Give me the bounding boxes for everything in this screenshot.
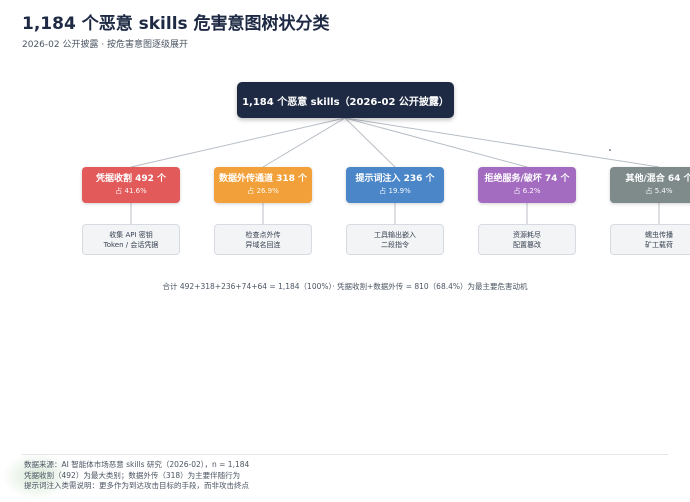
subnode-line: 检查点外传 (245, 230, 281, 239)
footer-note: 提示词注入类需说明：更多作为到达攻击目标的手段，而非攻击终点 (24, 481, 249, 490)
category-name: 其他/混合 64 个 (625, 174, 690, 184)
category-prompt-injection: 提示词注入 236 个 占 19.9% (346, 167, 444, 203)
category-share: 占 19.9% (379, 187, 411, 195)
subnode-line: 异域名回连 (245, 240, 281, 249)
subnode-data-exfiltration: 检查点外传 异域名回连 (214, 224, 312, 255)
connector-root-cat-1 (262, 117, 346, 168)
category-share: 占 6.2% (513, 187, 541, 195)
subnode-denial-of-service: 资源耗尽 配置篡改 (478, 224, 576, 255)
footer-notes: 数据来源：AI 智能体市场恶意 skills 研究（2026-02），n = 1… (24, 460, 249, 492)
category-name: 凭据收割 492 个 (95, 174, 167, 184)
subnode-other-mixed: 蠕虫传播 矿工载荷 (610, 224, 690, 255)
footer-source: 数据来源：AI 智能体市场恶意 skills 研究（2026-02），n = 1… (24, 460, 250, 469)
category-name: 提示词注入 236 个 (355, 174, 435, 184)
subnode-line: 资源耗尽 (513, 230, 541, 239)
root-node: 1,184 个恶意 skills（2026-02 公开披露） (237, 82, 454, 118)
subnode-line: Token / 会话凭据 (103, 240, 159, 249)
stray-mark (609, 149, 611, 151)
connector-root-cat-2 (344, 117, 396, 168)
subnode-line: 矿工载荷 (645, 240, 673, 249)
subnode-line: 蠕虫传播 (645, 230, 673, 239)
category-share: 占 41.6% (115, 187, 147, 195)
category-name: 数据外传通道 318 个 (218, 174, 308, 184)
page-title: 1,184 个恶意 skills 危害意图树状分类 (22, 14, 330, 34)
category-credential-harvest: 凭据收割 492 个 占 41.6% (82, 167, 180, 203)
category-share: 占 5.4% (645, 187, 673, 195)
category-denial-of-service: 拒绝服务/破坏 74 个 占 6.2% (478, 167, 576, 203)
summary-line: 合计 492+318+236+74+64 = 1,184（100%）· 凭据收割… (162, 282, 528, 291)
root-label: 1,184 个恶意 skills（2026-02 公开披露） (242, 96, 449, 108)
category-share: 占 26.9% (247, 187, 279, 195)
subnode-credential-harvest: 收集 API 密钥 Token / 会话凭据 (82, 224, 180, 255)
subnode-line: 收集 API 密钥 (109, 230, 153, 239)
subnode-line: 二段指令 (381, 240, 409, 249)
connector-root-cat-3 (344, 117, 528, 168)
category-other-mixed: 其他/混合 64 个 占 5.4% (610, 167, 690, 203)
subnode-line: 工具输出嵌入 (374, 230, 416, 239)
connector-root-cat-4 (344, 117, 660, 168)
footer-note: 凭据收割（492）为最大类别；数据外传（318）为主要伴随行为 (24, 470, 241, 480)
subnode-line: 配置篡改 (513, 240, 541, 249)
category-data-exfiltration: 数据外传通道 318 个 占 26.9% (214, 167, 312, 203)
page-subtitle: 2026-02 公开披露 · 按危害意图逐级展开 (22, 40, 189, 50)
subnode-prompt-injection: 工具输出嵌入 二段指令 (346, 224, 444, 255)
footer-divider (22, 454, 668, 455)
category-name: 拒绝服务/破坏 74 个 (484, 174, 570, 184)
connector-root-cat-0 (130, 117, 346, 168)
